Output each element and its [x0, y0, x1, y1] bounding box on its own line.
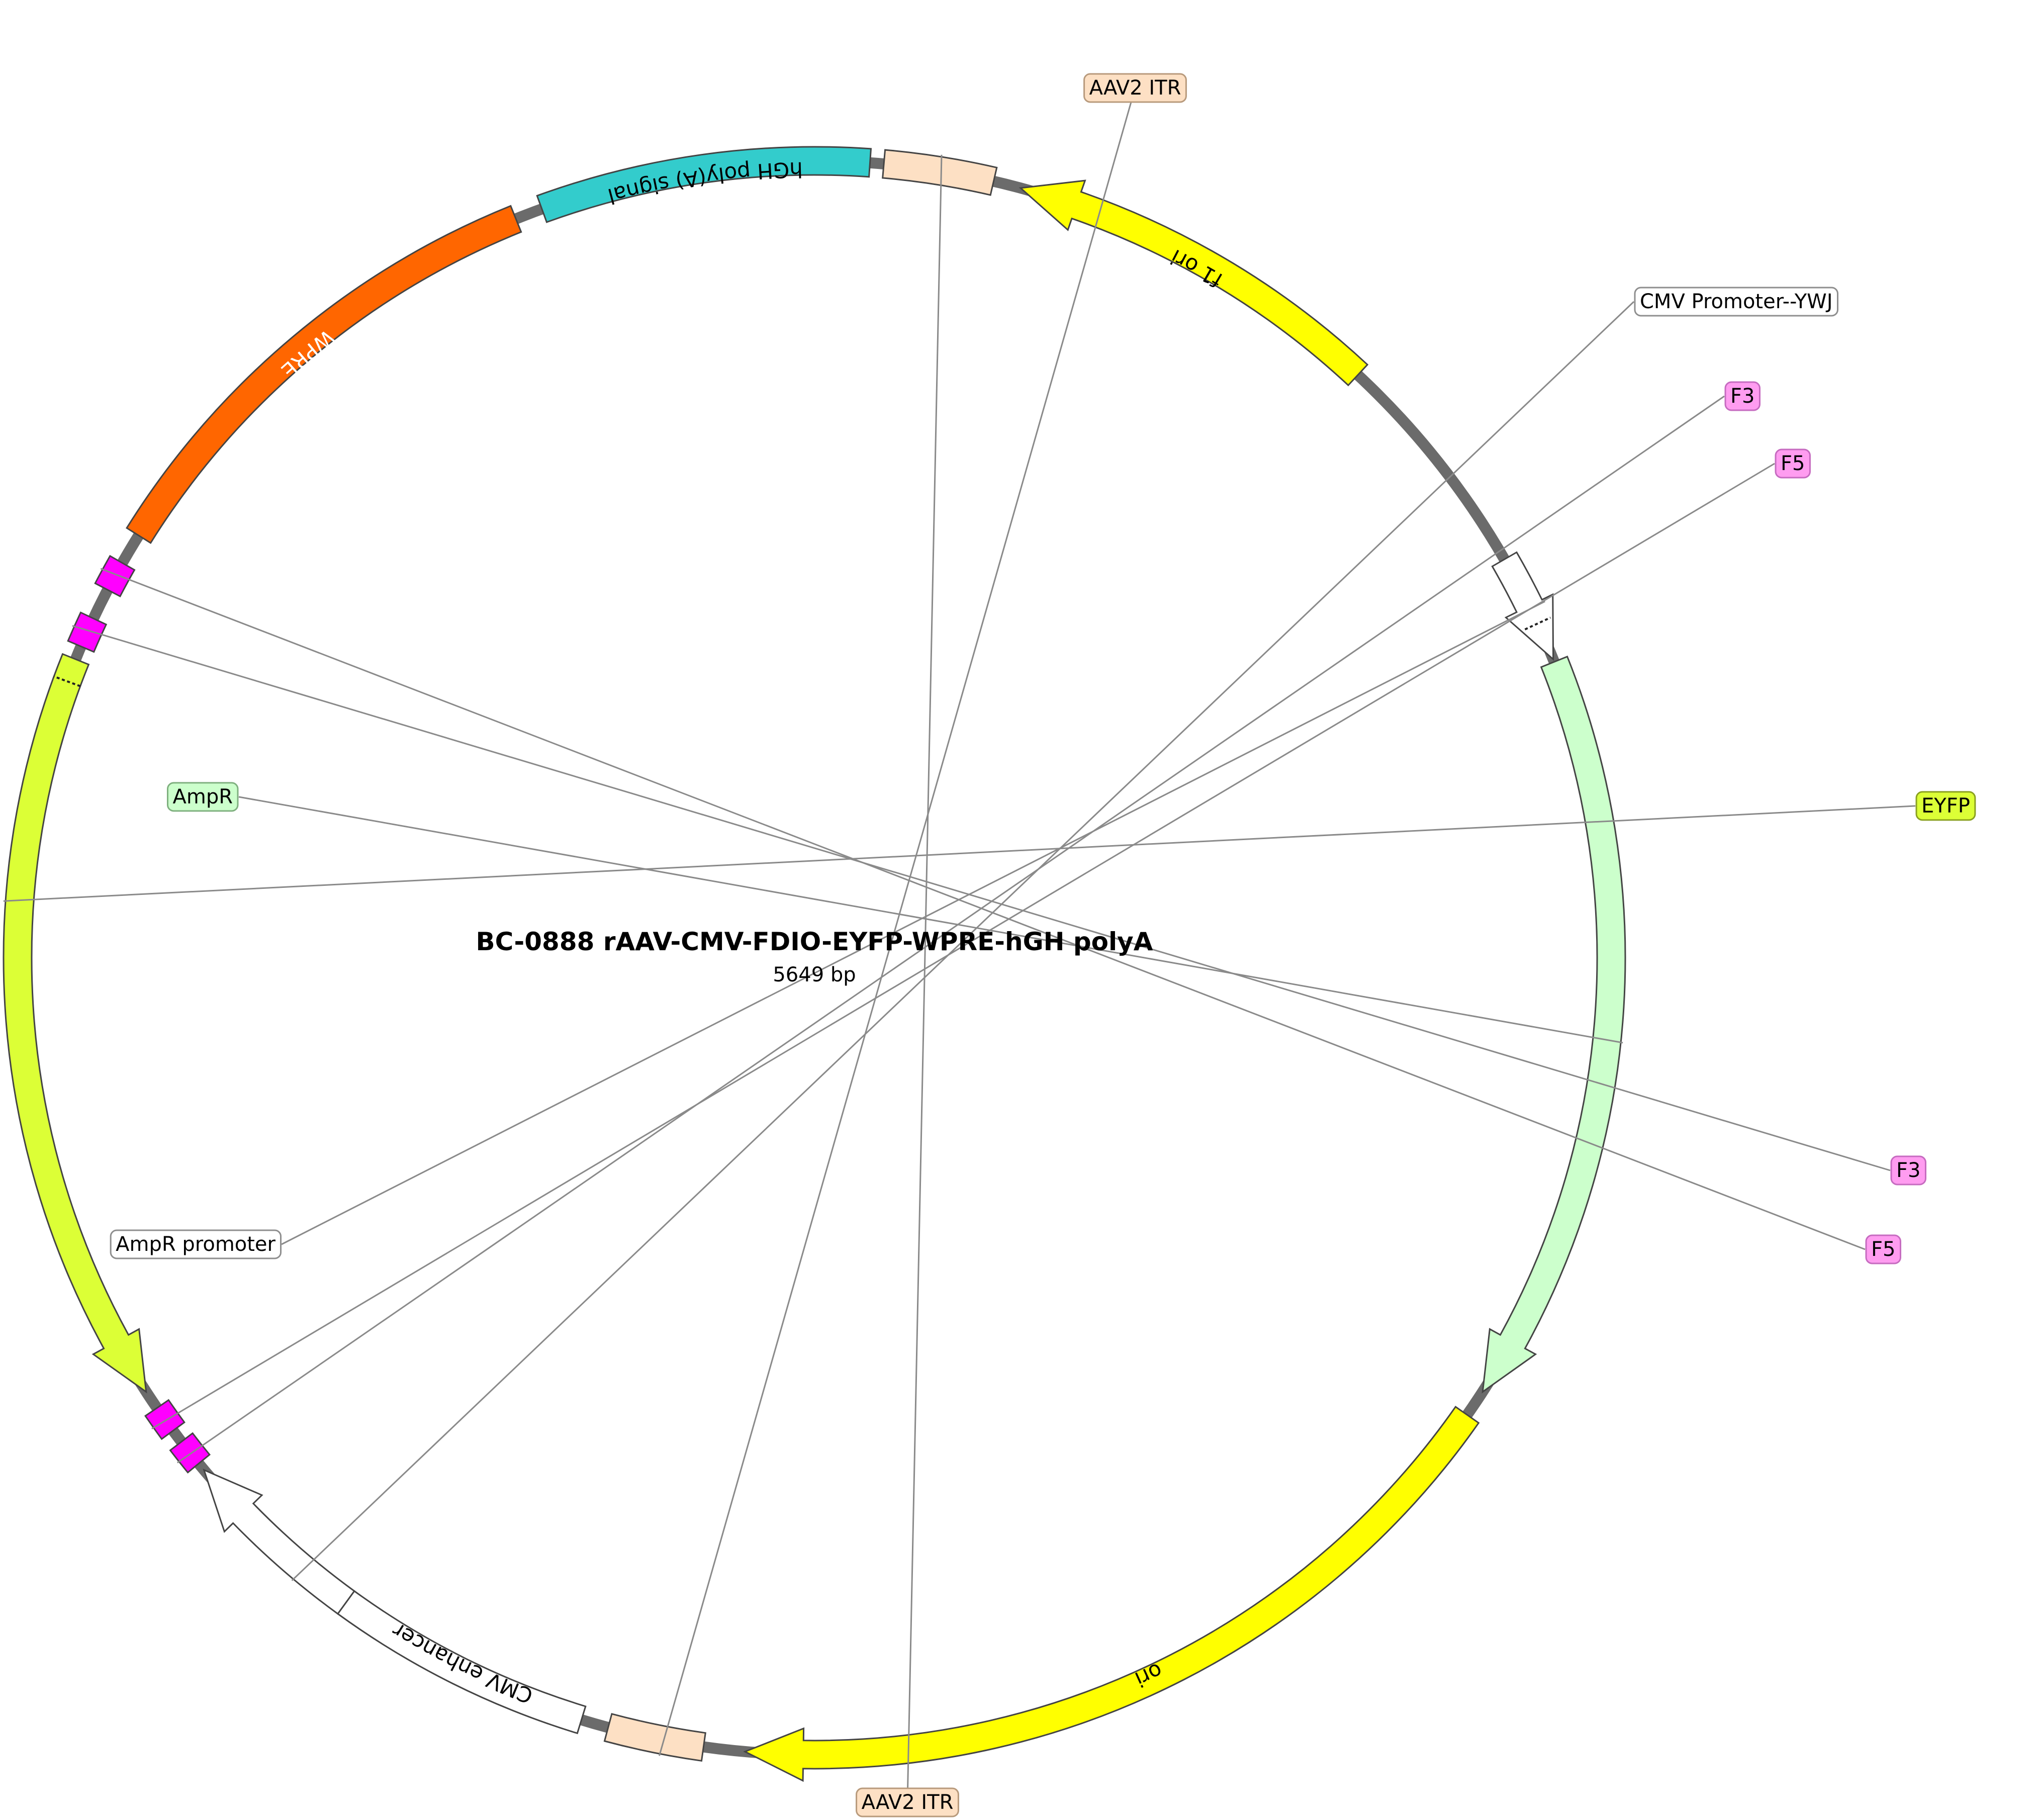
callout-box-f5-bottom [1865, 1234, 1901, 1264]
callout-label-aav2-itr-bottom: AAV2 ITR [862, 1791, 954, 1814]
ampr-junction-mark [1524, 616, 1551, 630]
leader-line-aav2-itr-bottom [906, 154, 943, 1803]
callout-ampr-promoter[interactable]: AmpR promoter [110, 1229, 282, 1259]
callout-aav2-itr-bottom[interactable]: AAV2 ITR [856, 1787, 959, 1817]
feature-f5-bottom[interactable] [94, 555, 136, 598]
callout-box-ampr-promoter [110, 1229, 282, 1259]
leader-line-aav2-itr-top [659, 87, 1136, 1756]
arc-label-cmv-enhancer: CMV enhancer [388, 1618, 536, 1708]
callout-box-f3-bottom [1890, 1155, 1926, 1186]
feature-hgh-polya[interactable] [536, 146, 872, 223]
callout-box-cmv-promoter [1634, 287, 1838, 317]
callout-box-f3-top [1724, 381, 1761, 411]
feature-f3-top[interactable] [169, 1432, 211, 1474]
callout-label-f5-bottom: F5 [1871, 1238, 1895, 1261]
leader-line-ampr [238, 796, 1623, 1044]
callout-label-f3-top: F3 [1730, 385, 1754, 408]
feature-wpre[interactable] [126, 205, 522, 544]
arc-label-hgh-polya: hGH poly(A) signal [605, 157, 803, 209]
leader-line-ampr-promoter [281, 600, 1545, 1245]
callout-label-ampr-promoter: AmpR promoter [116, 1233, 275, 1256]
callout-label-eyfp: EYFP [1921, 794, 1970, 817]
callout-label-cmv-promoter: CMV Promoter--YWJ [1640, 290, 1833, 313]
feature-layer [3, 146, 1626, 1782]
feature-cmv-promoter[interactable] [203, 1469, 355, 1615]
feature-ampr[interactable] [1482, 656, 1626, 1394]
plasmid-size: 5649 bp [773, 963, 856, 986]
leader-line-f5-top [151, 463, 1775, 1429]
callout-label-aav2-itr-top: AAV2 ITR [1089, 76, 1181, 100]
callout-box-aav2-itr-top [1083, 73, 1187, 103]
feature-aav2-itr-bottom[interactable] [882, 149, 998, 196]
leader-line-cmv-promoter [291, 301, 1635, 1581]
callout-label-f5-top: F5 [1781, 452, 1805, 475]
leader-line-f5-bottom [100, 568, 1866, 1250]
callout-aav2-itr-top[interactable]: AAV2 ITR [1083, 73, 1187, 103]
callout-box-eyfp [1915, 791, 1976, 821]
callout-f5-top[interactable]: F5 [1775, 448, 1811, 479]
feature-ampr-promoter[interactable] [1491, 551, 1554, 661]
callout-f3-top[interactable]: F3 [1724, 381, 1761, 411]
callout-eyfp[interactable]: EYFP [1915, 791, 1976, 821]
leader-line-f3-bottom [72, 625, 1891, 1171]
callout-label-ampr: AmpR [172, 785, 233, 808]
plasmid-title: BC-0888 rAAV-CMV-FDIO-EYFP-WPRE-hGH poly… [476, 927, 1153, 956]
feature-f5-top[interactable] [144, 1399, 186, 1440]
eyfp-junction-mark [53, 675, 81, 687]
leader-line-f3-top [176, 395, 1725, 1464]
callout-ampr[interactable]: AmpR [166, 782, 239, 812]
callout-f3-bottom[interactable]: F3 [1890, 1155, 1926, 1186]
callout-box-aav2-itr-bottom [856, 1787, 959, 1817]
feature-aav2-itr-top[interactable] [603, 1713, 706, 1762]
callout-f5-bottom[interactable]: F5 [1865, 1234, 1901, 1264]
callout-box-ampr [166, 782, 239, 812]
feature-ori[interactable] [743, 1406, 1480, 1782]
feature-f1-ori[interactable] [1019, 179, 1369, 387]
callout-label-f3-bottom: F3 [1896, 1159, 1920, 1182]
feature-eyfp[interactable] [3, 653, 147, 1394]
leader-line-eyfp [3, 805, 1916, 902]
callout-box-f5-top [1775, 448, 1811, 479]
callout-cmv-promoter[interactable]: CMV Promoter--YWJ [1634, 287, 1838, 317]
feature-f3-bottom[interactable] [67, 611, 108, 653]
